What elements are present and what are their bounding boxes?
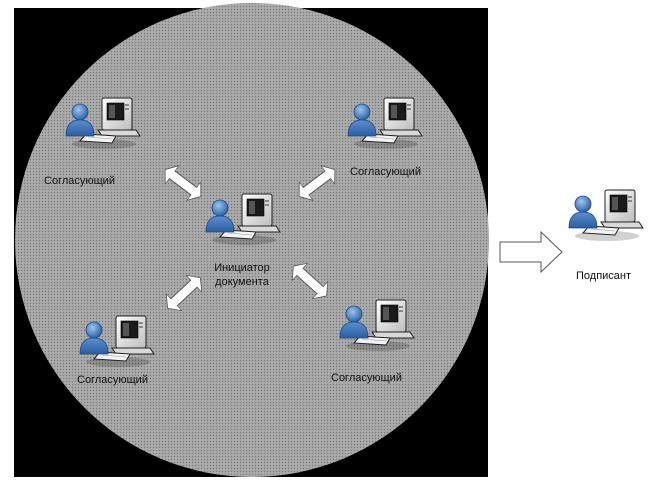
approver-bottom-left-label: Согласующий [77,374,148,386]
initiator-label-line1: Инициатор [214,262,270,274]
approver-bottom-right-label: Согласующий [331,372,402,384]
approver-top-left-station [65,97,141,150]
initiator-station [205,193,281,246]
approver-bottom-left-station [79,315,155,368]
initiator-label-line2: документа [215,276,269,288]
approver-bottom-right-station [339,299,415,352]
signer-label: Подписант [576,270,632,282]
outline-arrow-icon [499,230,563,274]
approver-top-left-label: Согласующий [44,175,115,187]
approver-top-right-station [347,97,423,150]
signer-station [568,189,644,242]
approver-top-right-label: Согласующий [350,166,421,178]
